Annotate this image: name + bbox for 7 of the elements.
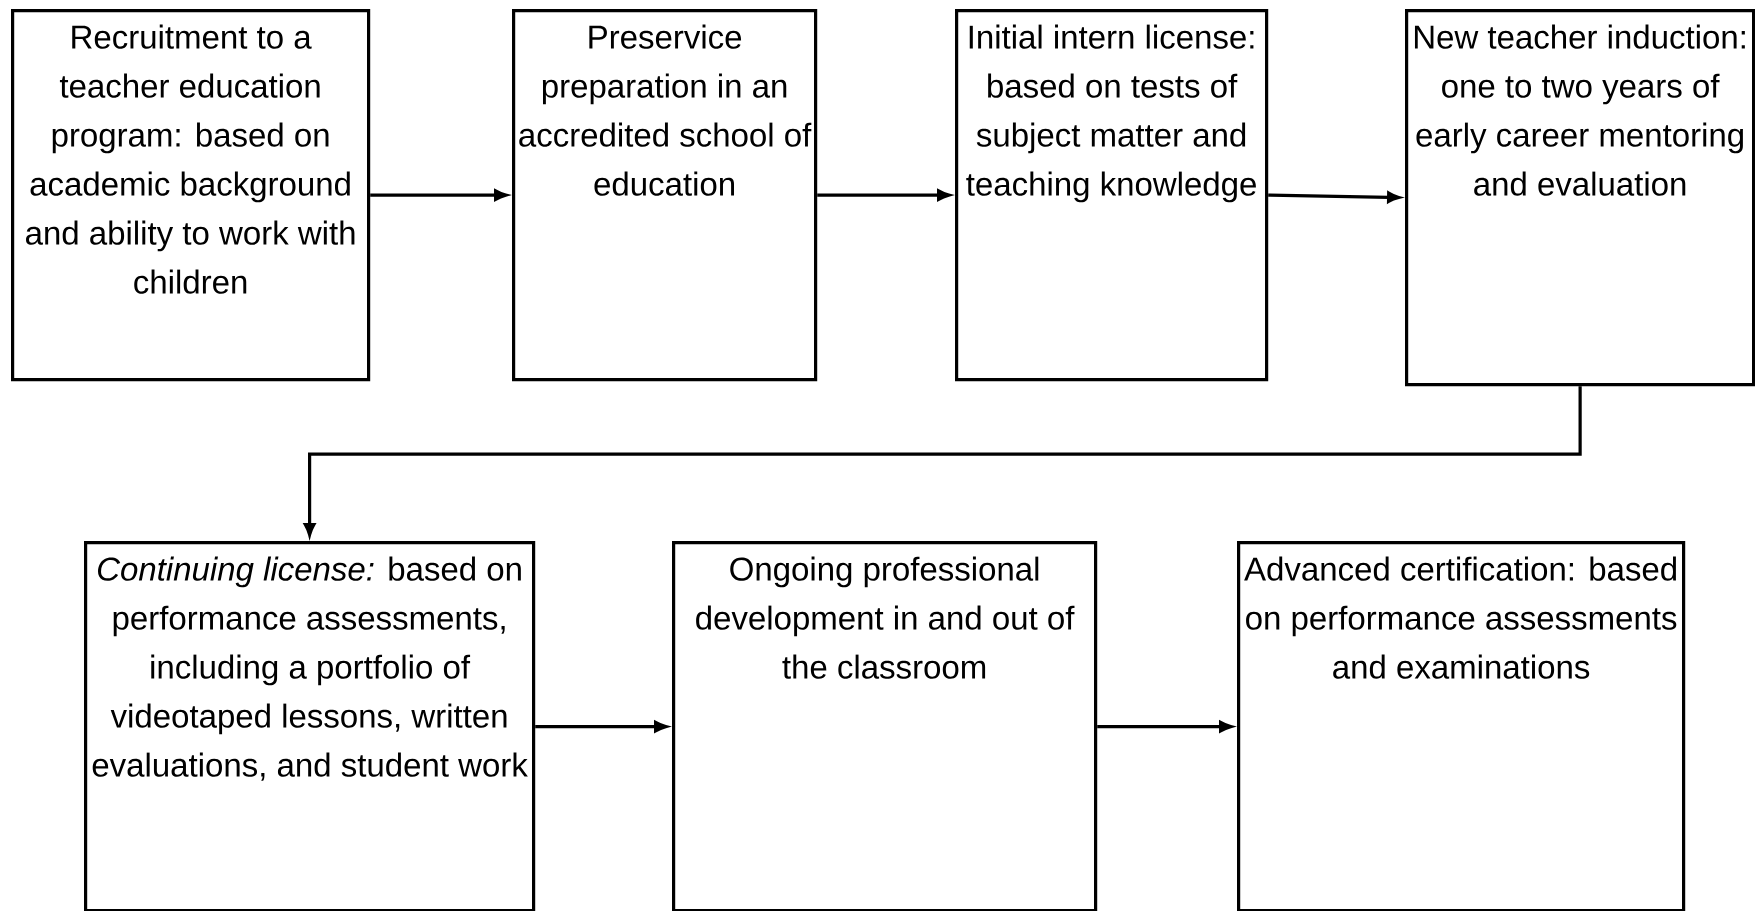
process-box: Ongoing professional development in and out of the classroom [672,541,1098,911]
process-box: Initial intern license: based on tests of subject matter and teaching knowledge [955,9,1269,382]
process-box: Recruitment to a teacher education program: based on academic background and ability to work with children [11,9,371,382]
process-box: New teacher induction: one to two years of early career mentoring and evaluation [1405,9,1755,387]
process-box: Preservice preparation in an accredited school of education [512,9,818,382]
process-box: Continuing license: based on performance assessments, including a portfolio of videotaped lessons, written evaluations, and student work [84,541,536,911]
process-box: Advanced certification: based on performance assessments and examinations [1237,541,1686,911]
